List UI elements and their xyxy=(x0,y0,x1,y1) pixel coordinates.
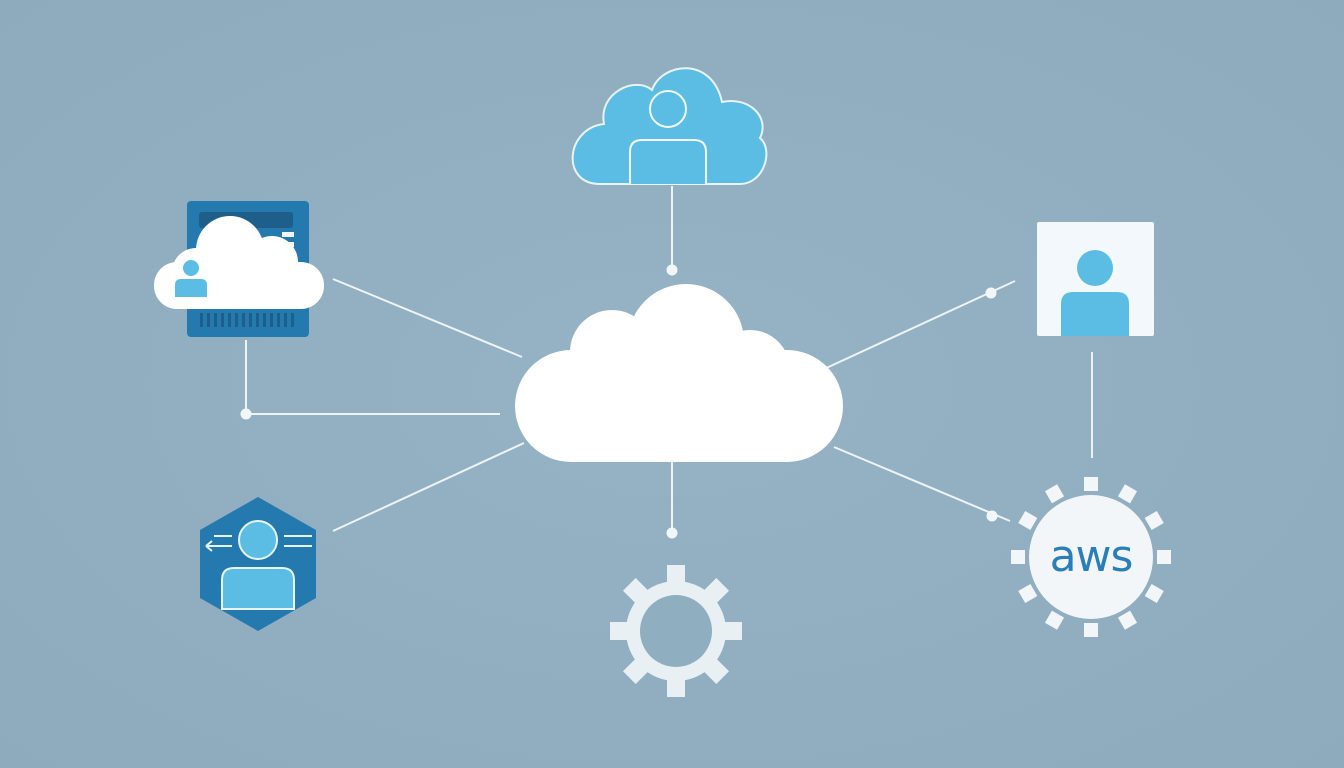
dot-top xyxy=(666,264,678,276)
hex-user-figure xyxy=(221,520,295,610)
server-vents xyxy=(200,313,294,327)
connector-hex xyxy=(332,442,525,532)
connector-server-diagonal xyxy=(332,278,523,358)
center-cloud-icon xyxy=(515,284,843,462)
server-cloud-icon xyxy=(154,201,324,337)
dot-aws xyxy=(986,510,998,522)
dot-bottom xyxy=(666,527,678,539)
connector-lines xyxy=(245,186,1093,533)
connector-aws xyxy=(833,446,1011,522)
gear-icon xyxy=(610,565,742,697)
dot-user-card xyxy=(985,287,997,299)
dot-server xyxy=(240,408,252,420)
connector-dots xyxy=(240,264,998,539)
user-card-icon xyxy=(1037,222,1154,336)
aws-sun-icon: aws xyxy=(1011,477,1171,637)
aws-label: aws xyxy=(1050,531,1133,582)
server-user-icon xyxy=(175,260,207,297)
hexagon-user-icon xyxy=(200,497,316,631)
connector-user-card xyxy=(821,280,1016,371)
top-user-cloud-icon xyxy=(571,67,768,185)
user-icon xyxy=(629,90,707,184)
